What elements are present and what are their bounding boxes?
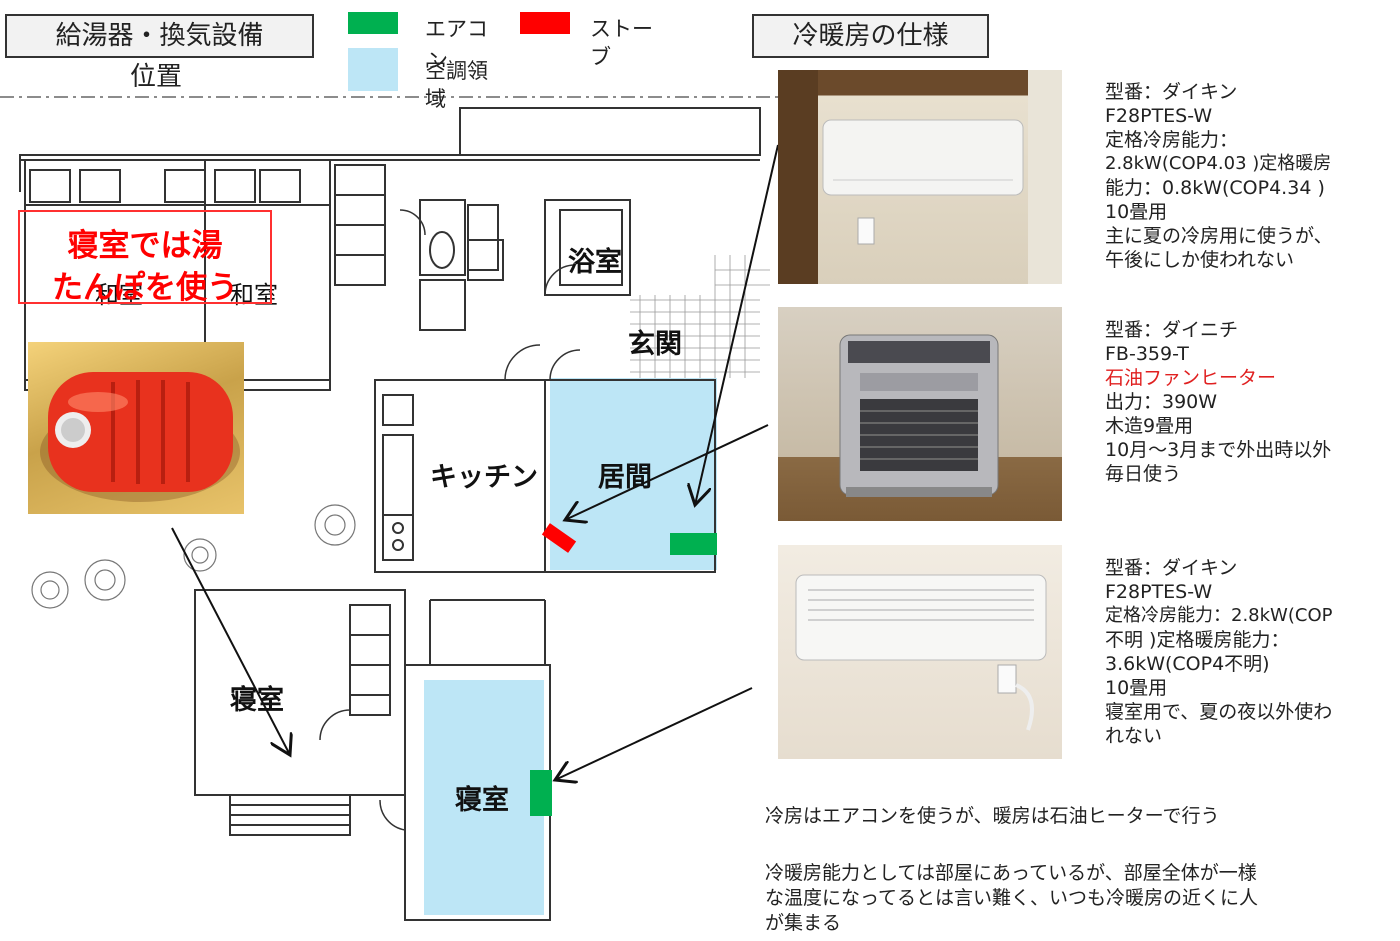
door-swings xyxy=(319,209,581,831)
equipment-title-line2: 位置 xyxy=(130,62,183,92)
heater-icon xyxy=(839,334,999,497)
room-label-entrance: 玄関 xyxy=(628,329,682,360)
note-capacity-comment: 冷暖房能力としては部屋にあっているが、部屋全体が一様 な温度になってるとは言い難… xyxy=(765,862,1259,934)
room-label-bedroom-1: 寝室 xyxy=(230,685,284,716)
aircon-photo-bedroom xyxy=(778,545,1062,759)
tree-icons xyxy=(31,504,356,609)
callout-text: 寝室では湯 たんぽを使う xyxy=(20,225,270,309)
callout-line-1: 寝室では湯 xyxy=(67,228,223,264)
callout-line-2: たんぽを使う xyxy=(52,270,238,306)
legend-area-swatch xyxy=(348,48,398,91)
room-label-washitsu-1: 和室 xyxy=(95,281,143,309)
room-label-bathroom: 浴室 xyxy=(568,247,622,278)
room-label-kitchen: キッチン xyxy=(430,462,538,493)
aircon-marker-living xyxy=(670,533,717,555)
spec-title: 冷暖房の仕様 xyxy=(792,21,949,51)
room-label-bedroom-2: 寝室 xyxy=(455,785,509,816)
spec-title-box: 冷暖房の仕様 xyxy=(752,14,989,58)
legend-aircon-label: エアコ xyxy=(425,17,488,41)
equipment-title: 給湯器・換気設備 xyxy=(55,21,264,51)
legend-aircon-label-line2: ン xyxy=(427,49,448,73)
legend-stove-swatch xyxy=(520,12,570,34)
aircon-marker-bedroom xyxy=(530,770,552,816)
pointer-arrows xyxy=(171,144,779,780)
legend-area-label: 空調領 域 xyxy=(425,59,488,111)
spec-aircon-bedroom: 型番：ダイキン F28PTES-W 定格冷房能力：2.8kW(COP 不明 )定… xyxy=(1105,557,1333,747)
aircon-icon xyxy=(778,70,1062,284)
hot-water-bottle-icon xyxy=(40,372,240,502)
aircon-icon xyxy=(795,574,1047,731)
legend-stove-label: ストー ブ xyxy=(590,17,653,69)
kerosene-heater-photo xyxy=(778,307,1062,521)
note-heating-method: 冷房はエアコンを使うが、暖房は石油ヒーターで行う xyxy=(765,805,1220,827)
hot-water-bottle-photo xyxy=(28,342,244,514)
stove-marker xyxy=(541,523,577,553)
ac-area-bedroom xyxy=(424,680,544,915)
spec-kerosene-heater: 型番：ダイニチ FB-359-T 石油ファンヒーター 出力：390W 木造9畳用… xyxy=(1105,319,1332,485)
legend-aircon-swatch xyxy=(348,12,398,34)
aircon-photo-living xyxy=(778,70,1062,284)
room-label-living: 居間 xyxy=(598,462,652,493)
hot-water-bottle-callout xyxy=(18,210,272,304)
spec-aircon-living: 型番：ダイキン F28PTES-W 定格冷房能力： 2.8kW(COP4.03 … xyxy=(1105,81,1333,271)
equipment-title-box: 給湯器・換気設備 xyxy=(5,14,314,58)
heater-type-highlight: 石油ファンヒーター xyxy=(1105,367,1277,389)
